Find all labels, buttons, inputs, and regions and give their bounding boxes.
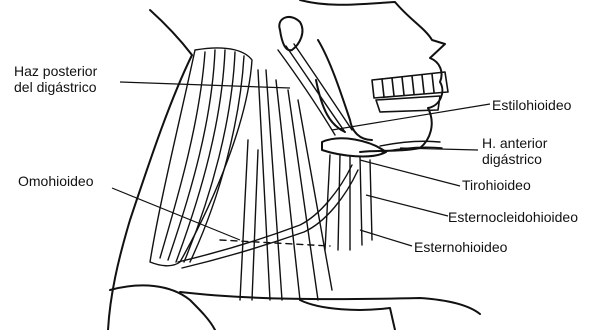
leader-tirohioideo (360, 160, 460, 186)
label-haz-posterior-line1: Haz posterior (14, 64, 97, 78)
leader-esternocleidohioideo (366, 195, 448, 216)
teeth (372, 72, 448, 112)
posterior-digastric-muscle (278, 44, 352, 135)
strap-muscles (240, 70, 332, 300)
shoulder-outline (110, 285, 215, 330)
anterior-digastric-muscle (380, 141, 442, 152)
label-h-anterior-line2: digástrico (482, 152, 542, 166)
leader-haz-posterior (120, 82, 290, 88)
infrahyoid-muscles (325, 155, 372, 250)
omohyoid-tendon-dashes (220, 240, 330, 246)
leader-estilohioideo (332, 104, 490, 130)
skull-outline (300, 0, 445, 152)
ear-outline (279, 17, 302, 50)
label-tirohioideo: Tirohioideo (462, 178, 531, 192)
label-omohioideo: Omohioideo (18, 174, 94, 188)
hyoid-bone (322, 138, 386, 156)
clavicle (180, 292, 480, 314)
mandible-angle (316, 80, 345, 132)
sternum-outline (300, 300, 395, 330)
label-haz-posterior-line2: del digástrico (14, 80, 97, 94)
sternocleidomastoid-muscle (150, 48, 252, 266)
label-esternocleidohioideo: Esternocleidohioideo (448, 210, 578, 224)
leader-esternohioideo (360, 230, 412, 246)
label-estilohioideo: Estilohioideo (492, 98, 571, 112)
neck-back-outline (108, 10, 192, 330)
label-esternohioideo: Esternohioideo (414, 240, 507, 254)
label-h-anterior-line1: H. anterior (482, 136, 547, 150)
